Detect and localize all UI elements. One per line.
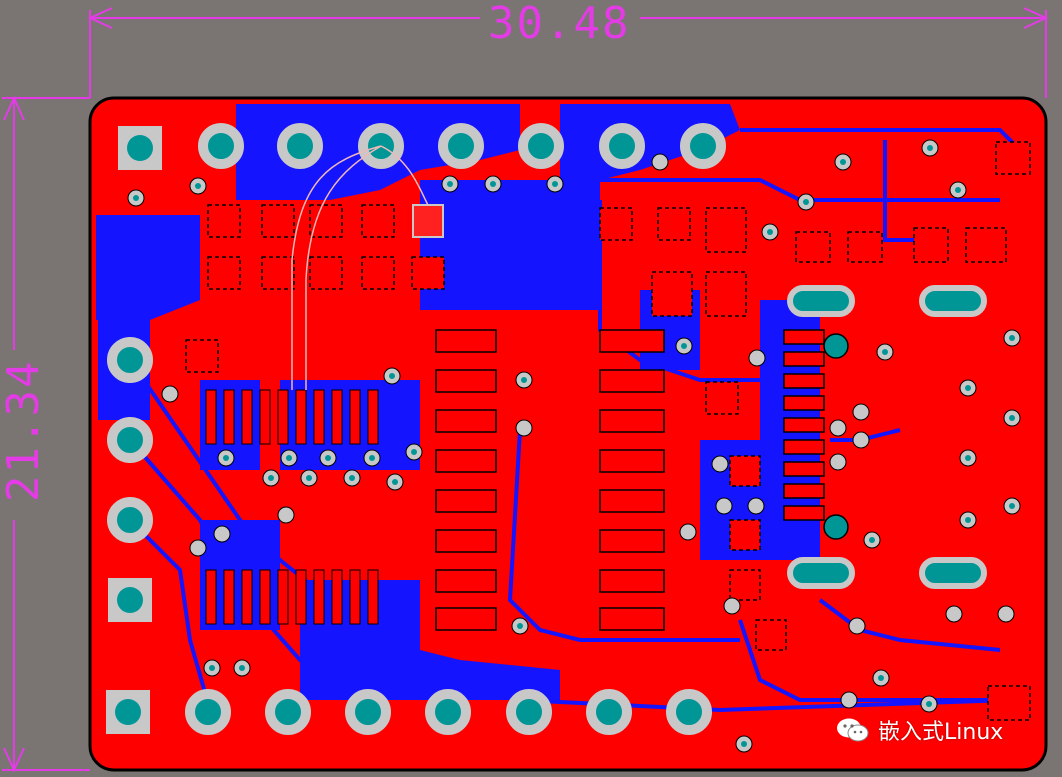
via-holes (133, 145, 1015, 747)
header-bottom-row (106, 689, 712, 735)
usb-holes (823, 333, 849, 540)
dimension-lines (2, 7, 1049, 773)
usb-slots (787, 285, 987, 589)
fine-pitch-ic (205, 389, 379, 625)
watermark-text: 嵌入式Linux (878, 720, 1004, 745)
highlighted-traces (291, 145, 429, 390)
bottom-traces (128, 128, 1022, 713)
ic-footprint-right (599, 329, 665, 631)
header-left-column (107, 337, 153, 622)
usb-connector (783, 329, 825, 521)
wechat-icon (836, 717, 870, 743)
header-top-row (118, 123, 726, 170)
watermark: 嵌入式Linux (836, 714, 1003, 746)
selected-pad[interactable] (412, 204, 444, 238)
width-dimension-label: 30.48 (488, 0, 631, 49)
height-dimension-label: 21.34 (0, 359, 49, 502)
vias (127, 139, 1021, 753)
smd-pads (185, 141, 1031, 721)
ic-footprint-left (435, 329, 497, 631)
